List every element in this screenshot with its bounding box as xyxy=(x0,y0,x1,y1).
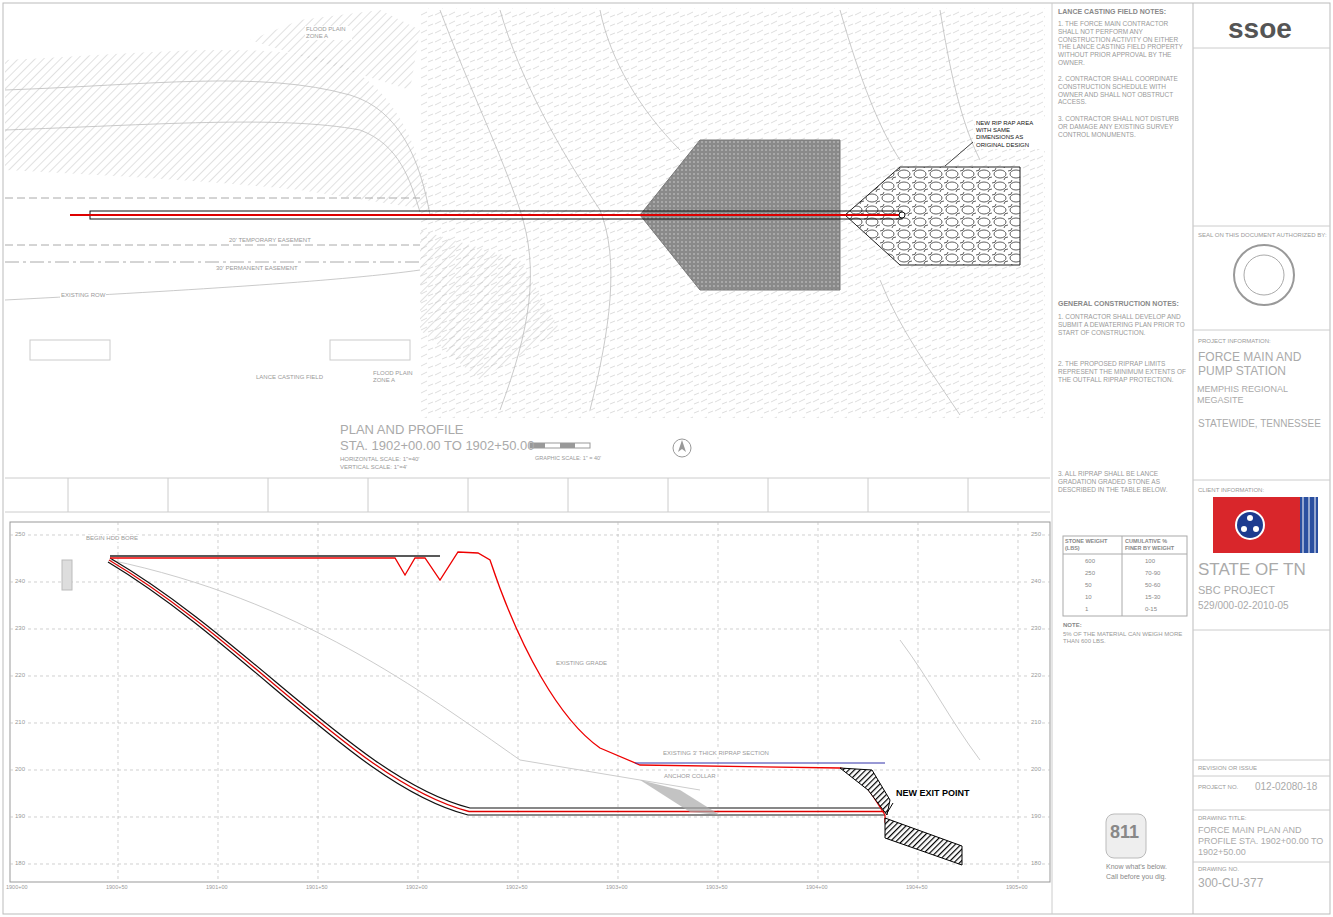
drawing-label: 811 xyxy=(1110,822,1139,844)
drawing-label: 1904+00 xyxy=(806,884,828,891)
drawing-label: 1901+50 xyxy=(306,884,328,891)
drawing-label: DRAWING TITLE: xyxy=(1198,815,1246,822)
drawing-label: CUMULATIVE % FINER BY WEIGHT xyxy=(1125,538,1185,551)
drawing-label: PROJECT NO. xyxy=(1198,784,1238,791)
drawing-label: 1902+50 xyxy=(506,884,528,891)
drawing-label: LANCE CASTING FIELD xyxy=(255,374,324,381)
drawing-label: 70-90 xyxy=(1145,570,1160,577)
drawing-label: 15-30 xyxy=(1145,594,1160,601)
drawing-label: 200 xyxy=(1030,766,1042,773)
drawing-label: 0-15 xyxy=(1145,606,1157,613)
drawing-label: NEW RIP RAP AREA WITH SAME DIMENSIONS AS… xyxy=(975,120,1049,149)
drawing-label: GRAPHIC SCALE: 1" = 40' xyxy=(535,455,601,462)
drawing-label: 20' TEMPORARY EASEMENT xyxy=(228,237,312,244)
drawing-label: EXISTING ROW xyxy=(60,292,106,299)
drawing-label: 600 xyxy=(1085,558,1095,565)
drawing-label: 50 xyxy=(1085,582,1092,589)
drawing-label: 1903+50 xyxy=(706,884,728,891)
drawing-label: 300-CU-377 xyxy=(1198,876,1263,890)
drawing-label: 529/000-02-2010-05 xyxy=(1198,600,1328,612)
drawing-label: MEMPHIS REGIONAL MEGASITE xyxy=(1197,384,1329,406)
drawing-label: 1900+00 xyxy=(6,884,28,891)
drawing-label: 100 xyxy=(1145,558,1155,565)
drawing-label: DRAWING NO. xyxy=(1198,866,1239,873)
drawing-label: 180 xyxy=(1030,860,1042,867)
drawing-label: FLOOD PLAIN ZONE A xyxy=(372,370,414,384)
drawing-label: ssoe xyxy=(1228,12,1292,46)
drawing-label: 3. CONTRACTOR SHALL NOT DISTURB OR DAMAG… xyxy=(1058,115,1188,138)
drawing-label: PROJECT INFORMATION: xyxy=(1198,338,1271,345)
drawing-label: 190 xyxy=(14,813,26,820)
drawing-label: 012-02080-18 xyxy=(1255,781,1317,793)
drawing-label: NEW EXIT POINT xyxy=(895,788,971,799)
drawing-label: 220 xyxy=(1030,672,1042,679)
drawing-label: ANCHOR COLLAR xyxy=(663,773,717,780)
drawing-label: NOTE: xyxy=(1063,622,1082,629)
drawing-label: 10 xyxy=(1085,594,1092,601)
drawing-label: STONE WEIGHT (LBS) xyxy=(1065,538,1120,551)
drawing-label: STA. 1902+00.00 TO 1902+50.00 xyxy=(340,438,534,454)
drawing-label: 210 xyxy=(14,719,26,726)
drawing-label: 1903+00 xyxy=(606,884,628,891)
drawing-label: 230 xyxy=(1030,625,1042,632)
drawing-label: FORCE MAIN PLAN AND PROFILE STA. 1902+00… xyxy=(1198,825,1328,857)
drawing-label: 3. ALL RIPRAP SHALL BE LANCE GRADATION G… xyxy=(1058,470,1188,493)
drawing-label: HORIZONTAL SCALE: 1"=40' xyxy=(340,456,419,463)
drawing-label: PLAN AND PROFILE xyxy=(340,422,464,438)
drawing-label: 5% OF THE MATERIAL CAN WEIGH MORE THAN 6… xyxy=(1063,631,1188,645)
drawing-label: 210 xyxy=(1030,719,1042,726)
drawing-label: 1902+00 xyxy=(406,884,428,891)
drawing-label: STATEWIDE, TENNESSEE xyxy=(1198,418,1328,430)
drawing-label: CLIENT INFORMATION: xyxy=(1198,487,1264,494)
drawing-label: FORCE MAIN AND PUMP STATION xyxy=(1198,350,1328,379)
drawing-label: 50-60 xyxy=(1145,582,1160,589)
drawing-label: VERTICAL SCALE: 1"=4' xyxy=(340,464,407,471)
drawing-label: BEGIN HDD BORE xyxy=(85,535,139,542)
drawing-label: 1900+50 xyxy=(106,884,128,891)
drawing-label: 230 xyxy=(14,625,26,632)
drawing-label: 1. THE FORCE MAIN CONTRACTOR SHALL NOT P… xyxy=(1058,20,1188,67)
drawing-label: 2. THE PROPOSED RIPRAP LIMITS REPRESENT … xyxy=(1058,360,1188,383)
drawing-label: 190 xyxy=(1030,813,1042,820)
drawing-label: 1. CONTRACTOR SHALL DEVELOP AND SUBMIT A… xyxy=(1058,313,1188,336)
drawing-label: 250 xyxy=(1085,570,1095,577)
drawing-label: 1905+00 xyxy=(1006,884,1028,891)
drawing-label: 250 xyxy=(1030,531,1042,538)
drawing-label: Call before you dig. xyxy=(1106,873,1166,881)
drawing-label: FLOOD PLAIN ZONE A xyxy=(305,26,352,40)
drawing-label: 1901+00 xyxy=(206,884,228,891)
drawing-label: 30' PERMANENT EASEMENT xyxy=(215,265,299,272)
drawing-label: 240 xyxy=(14,578,26,585)
drawing-label: LANCE CASTING FIELD NOTES: xyxy=(1058,8,1188,16)
drawing-label: STATE OF TN xyxy=(1198,560,1328,580)
drawing-label: 1 xyxy=(1085,606,1088,613)
drawing-label: 220 xyxy=(14,672,26,679)
drawing-label: EXISTING GRADE xyxy=(555,660,608,667)
drawing-label: SBC PROJECT xyxy=(1198,584,1328,597)
drawing-label: SEAL ON THIS DOCUMENT AUTHORIZED BY: xyxy=(1198,232,1328,239)
drawing-label: GENERAL CONSTRUCTION NOTES: xyxy=(1058,300,1188,308)
drawing-label: REVISION OR ISSUE xyxy=(1198,765,1257,772)
drawing-label: 1904+50 xyxy=(906,884,928,891)
drawing-label: 2. CONTRACTOR SHALL COORDINATE CONSTRUCT… xyxy=(1058,75,1188,106)
drawing-label: 200 xyxy=(14,766,26,773)
drawing-label: 250 xyxy=(14,531,26,538)
drawing-label: EXISTING 3' THICK RIPRAP SECTION xyxy=(662,750,770,757)
drawing-label: Know what's below. xyxy=(1106,863,1167,871)
drawing-label: 240 xyxy=(1030,578,1042,585)
drawing-label: 180 xyxy=(14,860,26,867)
